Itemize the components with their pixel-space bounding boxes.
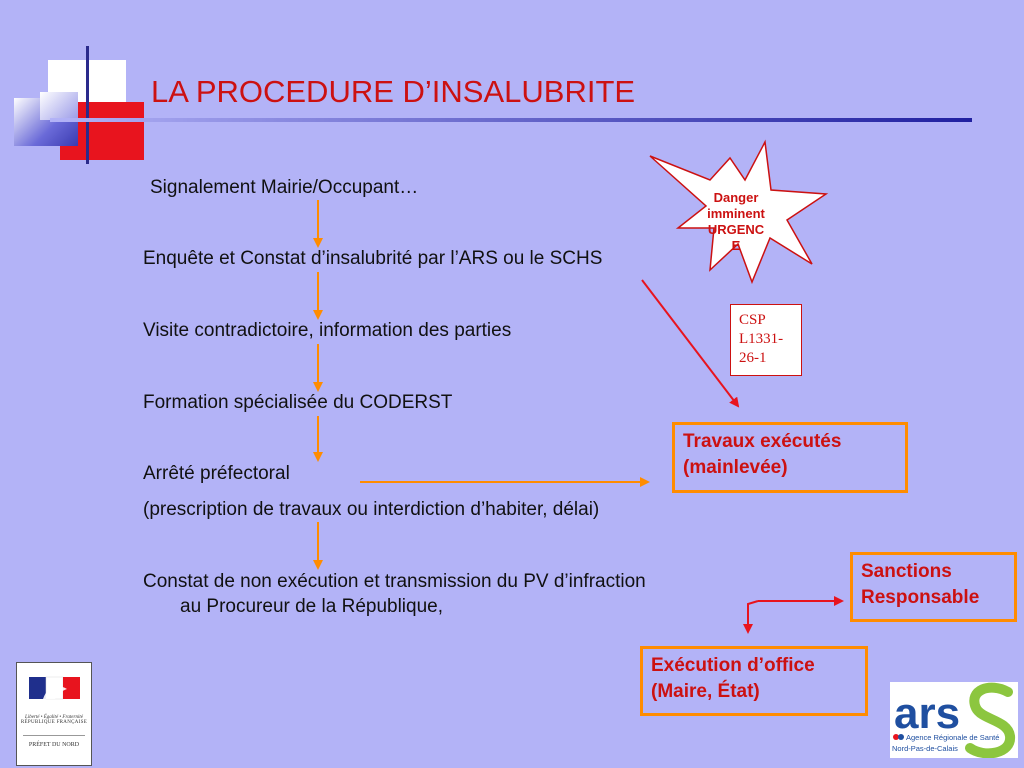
title-underline xyxy=(50,118,972,122)
danger-label: Danger imminent URGENC E xyxy=(707,190,765,253)
step-arrete-detail: (prescription de travaux ou interdiction… xyxy=(143,499,600,520)
step-constat: Constat de non exécution et transmission… xyxy=(143,571,646,592)
slide-title: LA PROCEDURE D’INSALUBRITE xyxy=(151,74,636,109)
ars-logo-line1: Agence Régionale de Santé xyxy=(906,733,999,742)
decor-vertical-line xyxy=(86,46,89,164)
prefet-logo: Liberté • Égalité • Fraternité Républiqu… xyxy=(16,662,92,766)
ars-logo: ars Agence Régionale de Santé Nord-Pas-d… xyxy=(890,682,1018,759)
step-visite: Visite contradictoire, information des p… xyxy=(143,320,512,341)
decor-square-light xyxy=(40,92,78,120)
box-sanctions: Sanctions Responsable xyxy=(850,552,1017,622)
csp-reference: CSP L1331- 26-1 xyxy=(730,304,802,376)
ars-logo-letters: ars xyxy=(894,689,960,738)
step-signalement: Signalement Mairie/Occupant… xyxy=(150,177,419,198)
box-execution: Exécution d’office (Maire, État) xyxy=(640,646,868,716)
step-arrete: Arrêté préfectoral xyxy=(143,463,290,484)
danger-starburst xyxy=(649,139,829,285)
box-travaux: Travaux exécutés (mainlevée) xyxy=(672,422,908,493)
step-formation: Formation spécialisée du CODERST xyxy=(143,392,453,413)
arrow-constat-branch xyxy=(743,600,759,634)
ars-logo-line2: Nord-Pas-de-Calais xyxy=(892,744,958,753)
step-enquete: Enquête et Constat d’insalubrité par l’A… xyxy=(143,248,603,269)
step-constat-cont: au Procureur de la République, xyxy=(180,596,444,617)
ars-logo-graphic: ars Agence Régionale de Santé Nord-Pas-d… xyxy=(892,682,1015,759)
marianne-flag-icon xyxy=(29,676,80,700)
arrow-danger-travaux xyxy=(641,279,740,408)
